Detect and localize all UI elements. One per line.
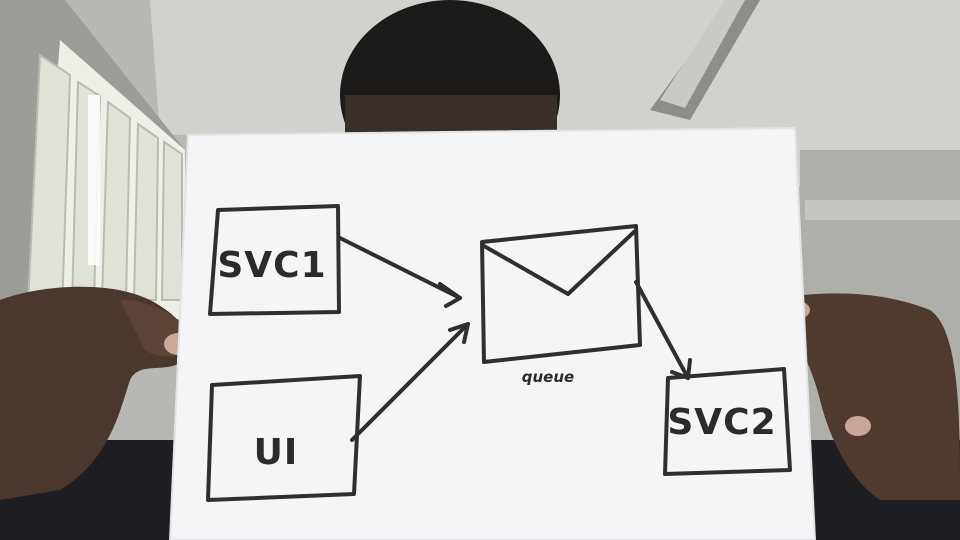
queue-envelope-icon [480,224,642,364]
ui-box [206,374,362,502]
ceiling-light [650,0,760,120]
arrowhead-queue-to-svc2 [670,358,692,380]
ui-label: UI [254,432,299,473]
paper-sheet [168,126,817,540]
arrowhead-svc1-to-queue [438,282,462,308]
svc2-label: SVC2 [667,402,776,443]
svc2-box [663,367,792,476]
svc1-box [208,204,341,316]
queue-caption: queue [522,368,574,386]
window-blinds [0,0,185,330]
arrow-ui-to-queue [350,322,470,442]
queue-envelope-flap [482,230,636,296]
arrow-svc1-to-queue [338,236,462,300]
arrowhead-ui-to-queue [448,322,470,344]
arrow-queue-to-svc2 [634,280,690,380]
svc1-label: SVC1 [217,245,326,286]
right-doorframe [805,200,960,220]
